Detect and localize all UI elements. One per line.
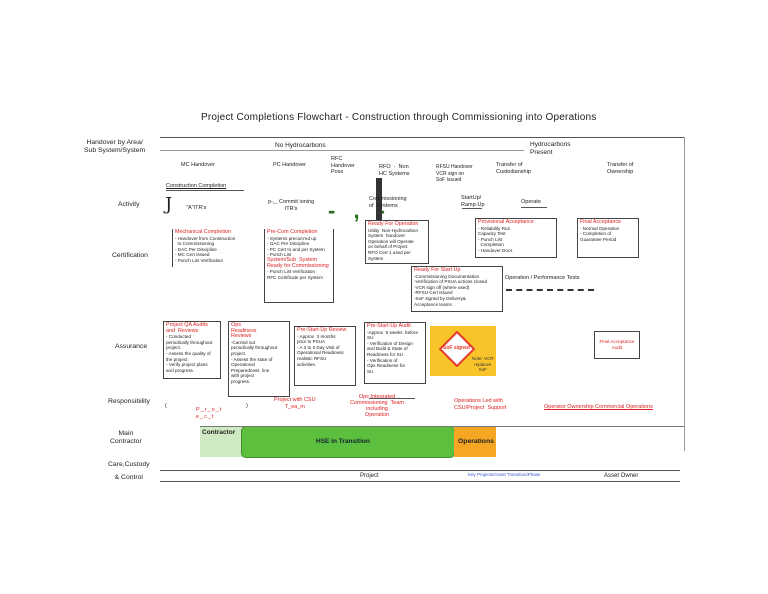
operations-label: Operations: [458, 438, 494, 445]
project-csu-label: Project with CSU T_ea_m: [274, 397, 316, 410]
qa-audits-box: Project QA Audits and Reviews - Conducte…: [163, 321, 221, 379]
right-border: [684, 137, 685, 451]
precom-completion-heading: Pre-Com Completion: [267, 229, 318, 235]
note-vcr-label: Note: VCR replaces SoF: [472, 356, 494, 372]
qa-audits-body: - Conducted periodically throughout proj…: [166, 334, 213, 373]
responsibility-bracket: (: [165, 403, 167, 409]
final-acceptance-audit-box: Final Acceptance Audit: [594, 331, 640, 359]
project-care-label: Project: [360, 473, 379, 479]
operator-ownership-label: Operator Ownership Commercial Operations: [544, 404, 653, 410]
row-label-assurance: Assurance: [115, 343, 148, 350]
ready-for-startup-heading: Ready For Start Up: [414, 267, 461, 273]
top-rule: [160, 137, 684, 138]
transfer-ownership-header: Transfer of Ownership: [607, 162, 634, 175]
row-label-activity: Activity: [118, 201, 140, 208]
pre-startup-audit-body: -Approx 6 weeks before SU - Verification…: [367, 329, 419, 374]
operation-performance-tests-label: Operation / Performance Tests: [505, 275, 580, 281]
main-contractor-rule: [200, 426, 684, 427]
final-acceptance-box: Final Acceptance - Normal Operation - Co…: [577, 218, 639, 258]
provisional-acceptance-body: - Reliability Run Capacity Test - Punch …: [478, 225, 513, 253]
page-title: Project Completions Flowchart - Construc…: [201, 112, 597, 123]
rfo-header: RFO - Non HC Systems: [379, 164, 410, 177]
commissioning-systems-label: Commissioning of Systems: [369, 196, 407, 209]
contractor-block: Contractor: [200, 427, 246, 457]
no-hydrocarbons-header: No Hydrocarbons: [275, 142, 326, 149]
itrs-label: "A"ITR's: [186, 205, 207, 211]
ops-readiness-heading: Ops Readiness Reviews: [231, 322, 257, 340]
rfc-handover-header: RFC Handover Poss: [331, 156, 355, 175]
operate-label: Operate: [521, 199, 541, 205]
mechanical-completion-heading: Mechanical Completion: [175, 229, 232, 235]
hse-transition-bar: HSE in Transition: [242, 427, 454, 457]
provisional-acceptance-heading: Provisional Acceptance: [478, 219, 534, 225]
commissioning-itrs-label: p-,_ Commit ioning ITR's: [268, 199, 315, 212]
construction-completion-label: Construction Completion: [166, 183, 227, 189]
pre-startup-review-box: Pre-Start-Up Review - Approx 3 months pr…: [294, 326, 356, 386]
pre-startup-audit-heading: Pre-Start-Up Audit: [367, 323, 411, 329]
asset-owner-label: Asset Owner: [604, 473, 639, 479]
pre-startup-review-body: - Approx 3 months prior to PSUA - A 3 to…: [297, 333, 344, 367]
mechanical-completion-box: Mechanical Completion - Handover from Co…: [172, 229, 244, 267]
no-hc-rule: [160, 150, 524, 151]
pre-startup-audit-box: Pre-Start-Up Audit -Approx 6 weeks befor…: [364, 322, 426, 384]
responsibility-paren: ): [246, 403, 248, 409]
startup-label: StartUp/ Ramp-Up: [461, 195, 485, 208]
sof-signed-label: SoF signed: [443, 345, 470, 351]
row-label-care-custody: Care,Custody & Control: [108, 461, 150, 481]
precom-completion-body: - Systems precom'ed up - OAC Per Discipl…: [267, 235, 325, 258]
system-ready-body: - Punch List Verification RFC Certificat…: [267, 269, 323, 280]
ready-for-operation-heading: Ready For Operation: [368, 221, 419, 227]
activity-dashes: - , -: [328, 198, 391, 223]
provisional-acceptance-box: Provisional Acceptance - Reliability Run…: [475, 218, 557, 258]
final-acceptance-heading: Final Acceptance: [580, 219, 622, 225]
row-label-main-contractor: Main Contractor: [110, 430, 142, 445]
hydrocarbons-present-header: Hydrocarbons Present: [530, 141, 571, 156]
key-projects-label: Key Projects/Asset Transition/Phase: [468, 472, 541, 477]
ops-led-label: Operations Led with CSU/Project Support: [454, 398, 507, 411]
j-glyph: J: [165, 194, 173, 215]
sof-diamond: SoF signed: [438, 330, 476, 368]
startup-bar: [462, 208, 482, 209]
care-rule-top: [160, 470, 680, 471]
performance-dashed-line: [506, 289, 594, 291]
contractor-label: Contractor: [202, 429, 236, 436]
precom-completion-box: Pre-Com Completion - Systems precom'ed u…: [264, 229, 334, 303]
pre-startup-review-heading: Pre-Start-Up Review: [297, 327, 347, 333]
hse-transition-label: HSE in Transition: [316, 438, 370, 445]
transfer-custodianship-header: Transfer of Custodianship: [496, 162, 531, 175]
ready-for-operation-box: Ready For Operation Utility Non-Hydrocar…: [365, 220, 429, 264]
project-responsibility-label: P_r_o_t e_c_t: [196, 407, 223, 420]
row-label-responsibility: Responsibility: [108, 398, 150, 405]
ops-integrated-label: Ops Integrated Commissioning Team includ…: [350, 394, 405, 418]
mechanical-completion-body: - Handover from Construction to Commissi…: [175, 235, 236, 263]
ops-readiness-box: Ops Readiness Reviews -Carried out perio…: [228, 321, 290, 397]
pc-handover-header: PC Handover: [273, 162, 307, 168]
rfsu-header: RFSU Handover VCR sign on SoF Issued: [436, 164, 473, 183]
final-acceptance-audit-label: Final Acceptance Audit: [599, 339, 635, 350]
ops-integrated-rule: [369, 398, 415, 399]
row-label-certification: Certification: [112, 252, 148, 259]
operations-block: Operations: [454, 427, 496, 457]
care-rule-bottom: [160, 481, 680, 482]
ready-for-startup-box: Ready For Start Up -Commissioning Docume…: [411, 266, 503, 312]
row-label-handover: Handover by Area/ Sub System/System: [84, 139, 146, 154]
system-ready-heading: System/Sub System Ready for Commissionin…: [267, 256, 329, 269]
ready-for-operation-body: Utility Non-Hydrocarbon System handover …: [368, 227, 419, 261]
activity-bar-marker: [376, 178, 382, 220]
ready-for-startup-body: -Commissioning Documentation -Verificati…: [414, 273, 488, 307]
final-acceptance-body: - Normal Operation - Completion of Guara…: [580, 225, 620, 242]
construction-bar: [166, 190, 244, 191]
qa-audits-heading: Project QA Audits and Reviews: [166, 322, 208, 334]
ops-readiness-body: -Carried out periodically throughout pro…: [231, 339, 278, 384]
mc-handover-header: MC Handover: [181, 162, 215, 168]
operate-bar: [521, 207, 547, 208]
